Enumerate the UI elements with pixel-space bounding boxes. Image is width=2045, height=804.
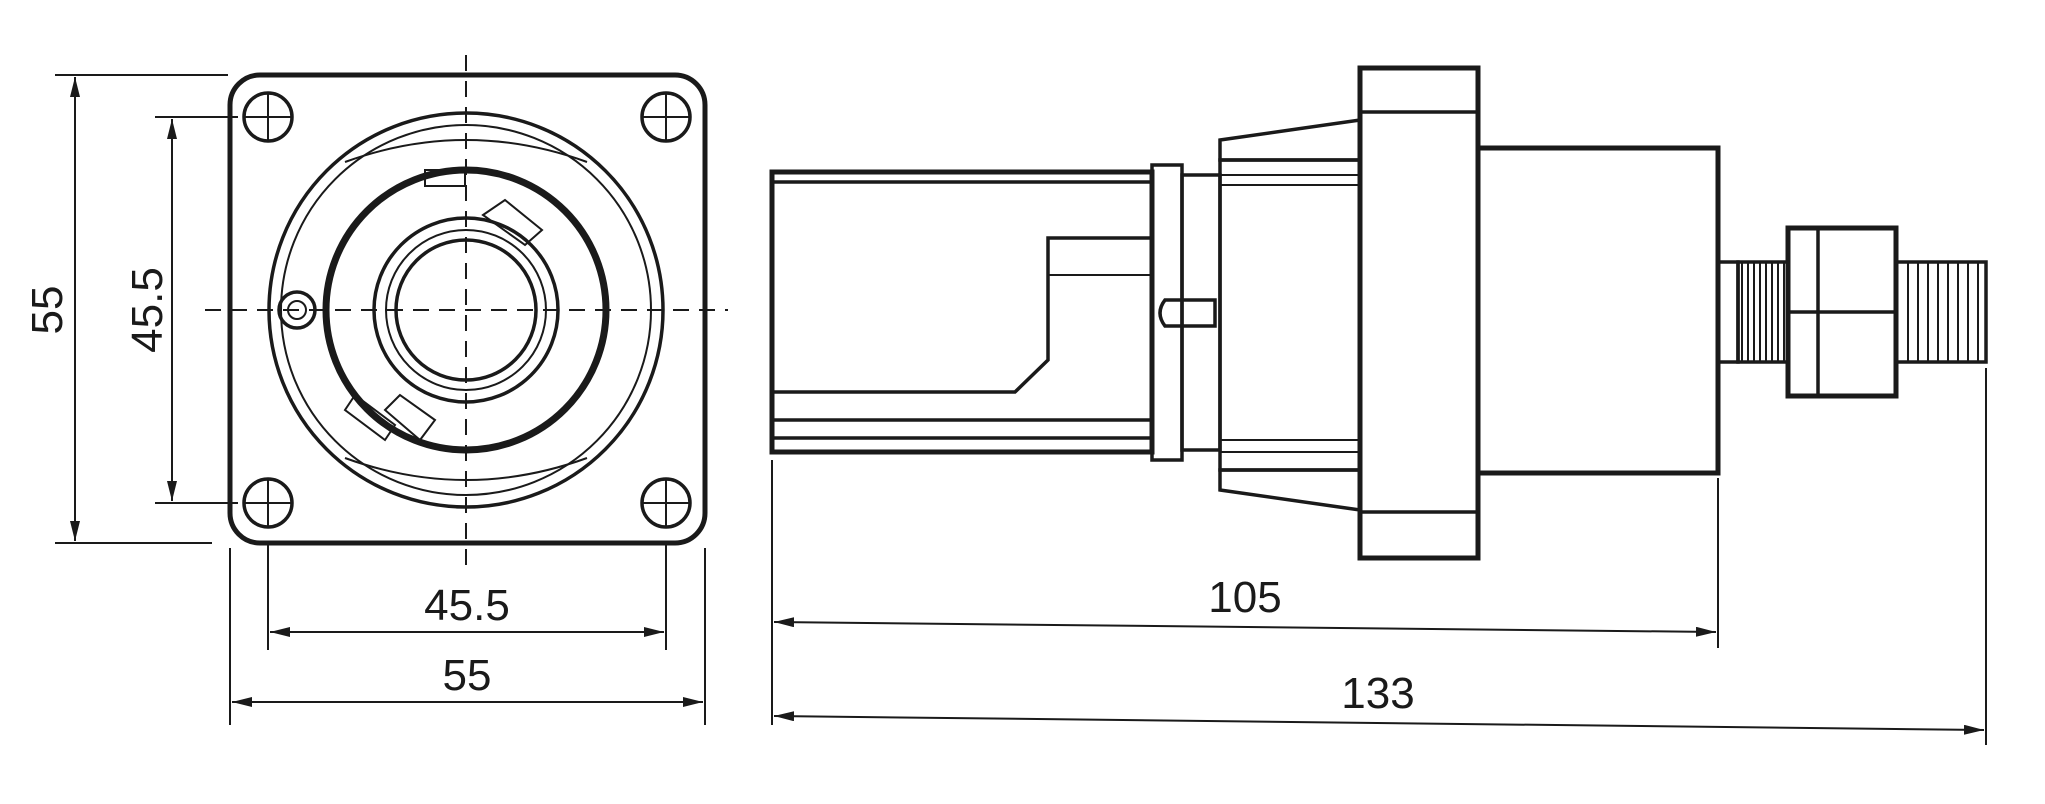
dim-height-outer: 55 bbox=[23, 286, 72, 335]
insert-key-top bbox=[481, 198, 544, 247]
mounting-hole-top-left bbox=[242, 91, 294, 143]
latch-cutout bbox=[772, 236, 1152, 394]
front-dimensions: 55 45.5 45.5 55 bbox=[23, 74, 706, 725]
dim-body-length: 105 bbox=[1208, 573, 1281, 622]
hex-nut bbox=[1785, 225, 1899, 399]
locking-pin bbox=[1158, 298, 1217, 328]
plug-body bbox=[769, 169, 1155, 455]
mounting-flange bbox=[1357, 65, 1481, 561]
mounting-hole-top-right bbox=[640, 91, 692, 143]
dim-height-inner: 45.5 bbox=[123, 267, 172, 353]
side-view bbox=[769, 65, 1988, 561]
mounting-hole-bottom-right bbox=[640, 477, 692, 529]
cone-body bbox=[1218, 158, 1362, 472]
mounting-hole-bottom-left bbox=[242, 477, 294, 529]
insert-key-bottom bbox=[383, 393, 437, 442]
thread-end bbox=[1894, 260, 1988, 364]
side-dimensions: 105 133 bbox=[771, 368, 1987, 745]
coupling-sleeve bbox=[1150, 163, 1184, 462]
dim-width-inner: 45.5 bbox=[424, 581, 510, 630]
rear-housing bbox=[1475, 145, 1721, 476]
front-view bbox=[205, 55, 728, 565]
threaded-stud bbox=[1716, 260, 1790, 364]
dim-width-outer: 55 bbox=[443, 651, 492, 700]
dim-total-length: 133 bbox=[1341, 669, 1414, 718]
latch-notch bbox=[424, 169, 466, 187]
